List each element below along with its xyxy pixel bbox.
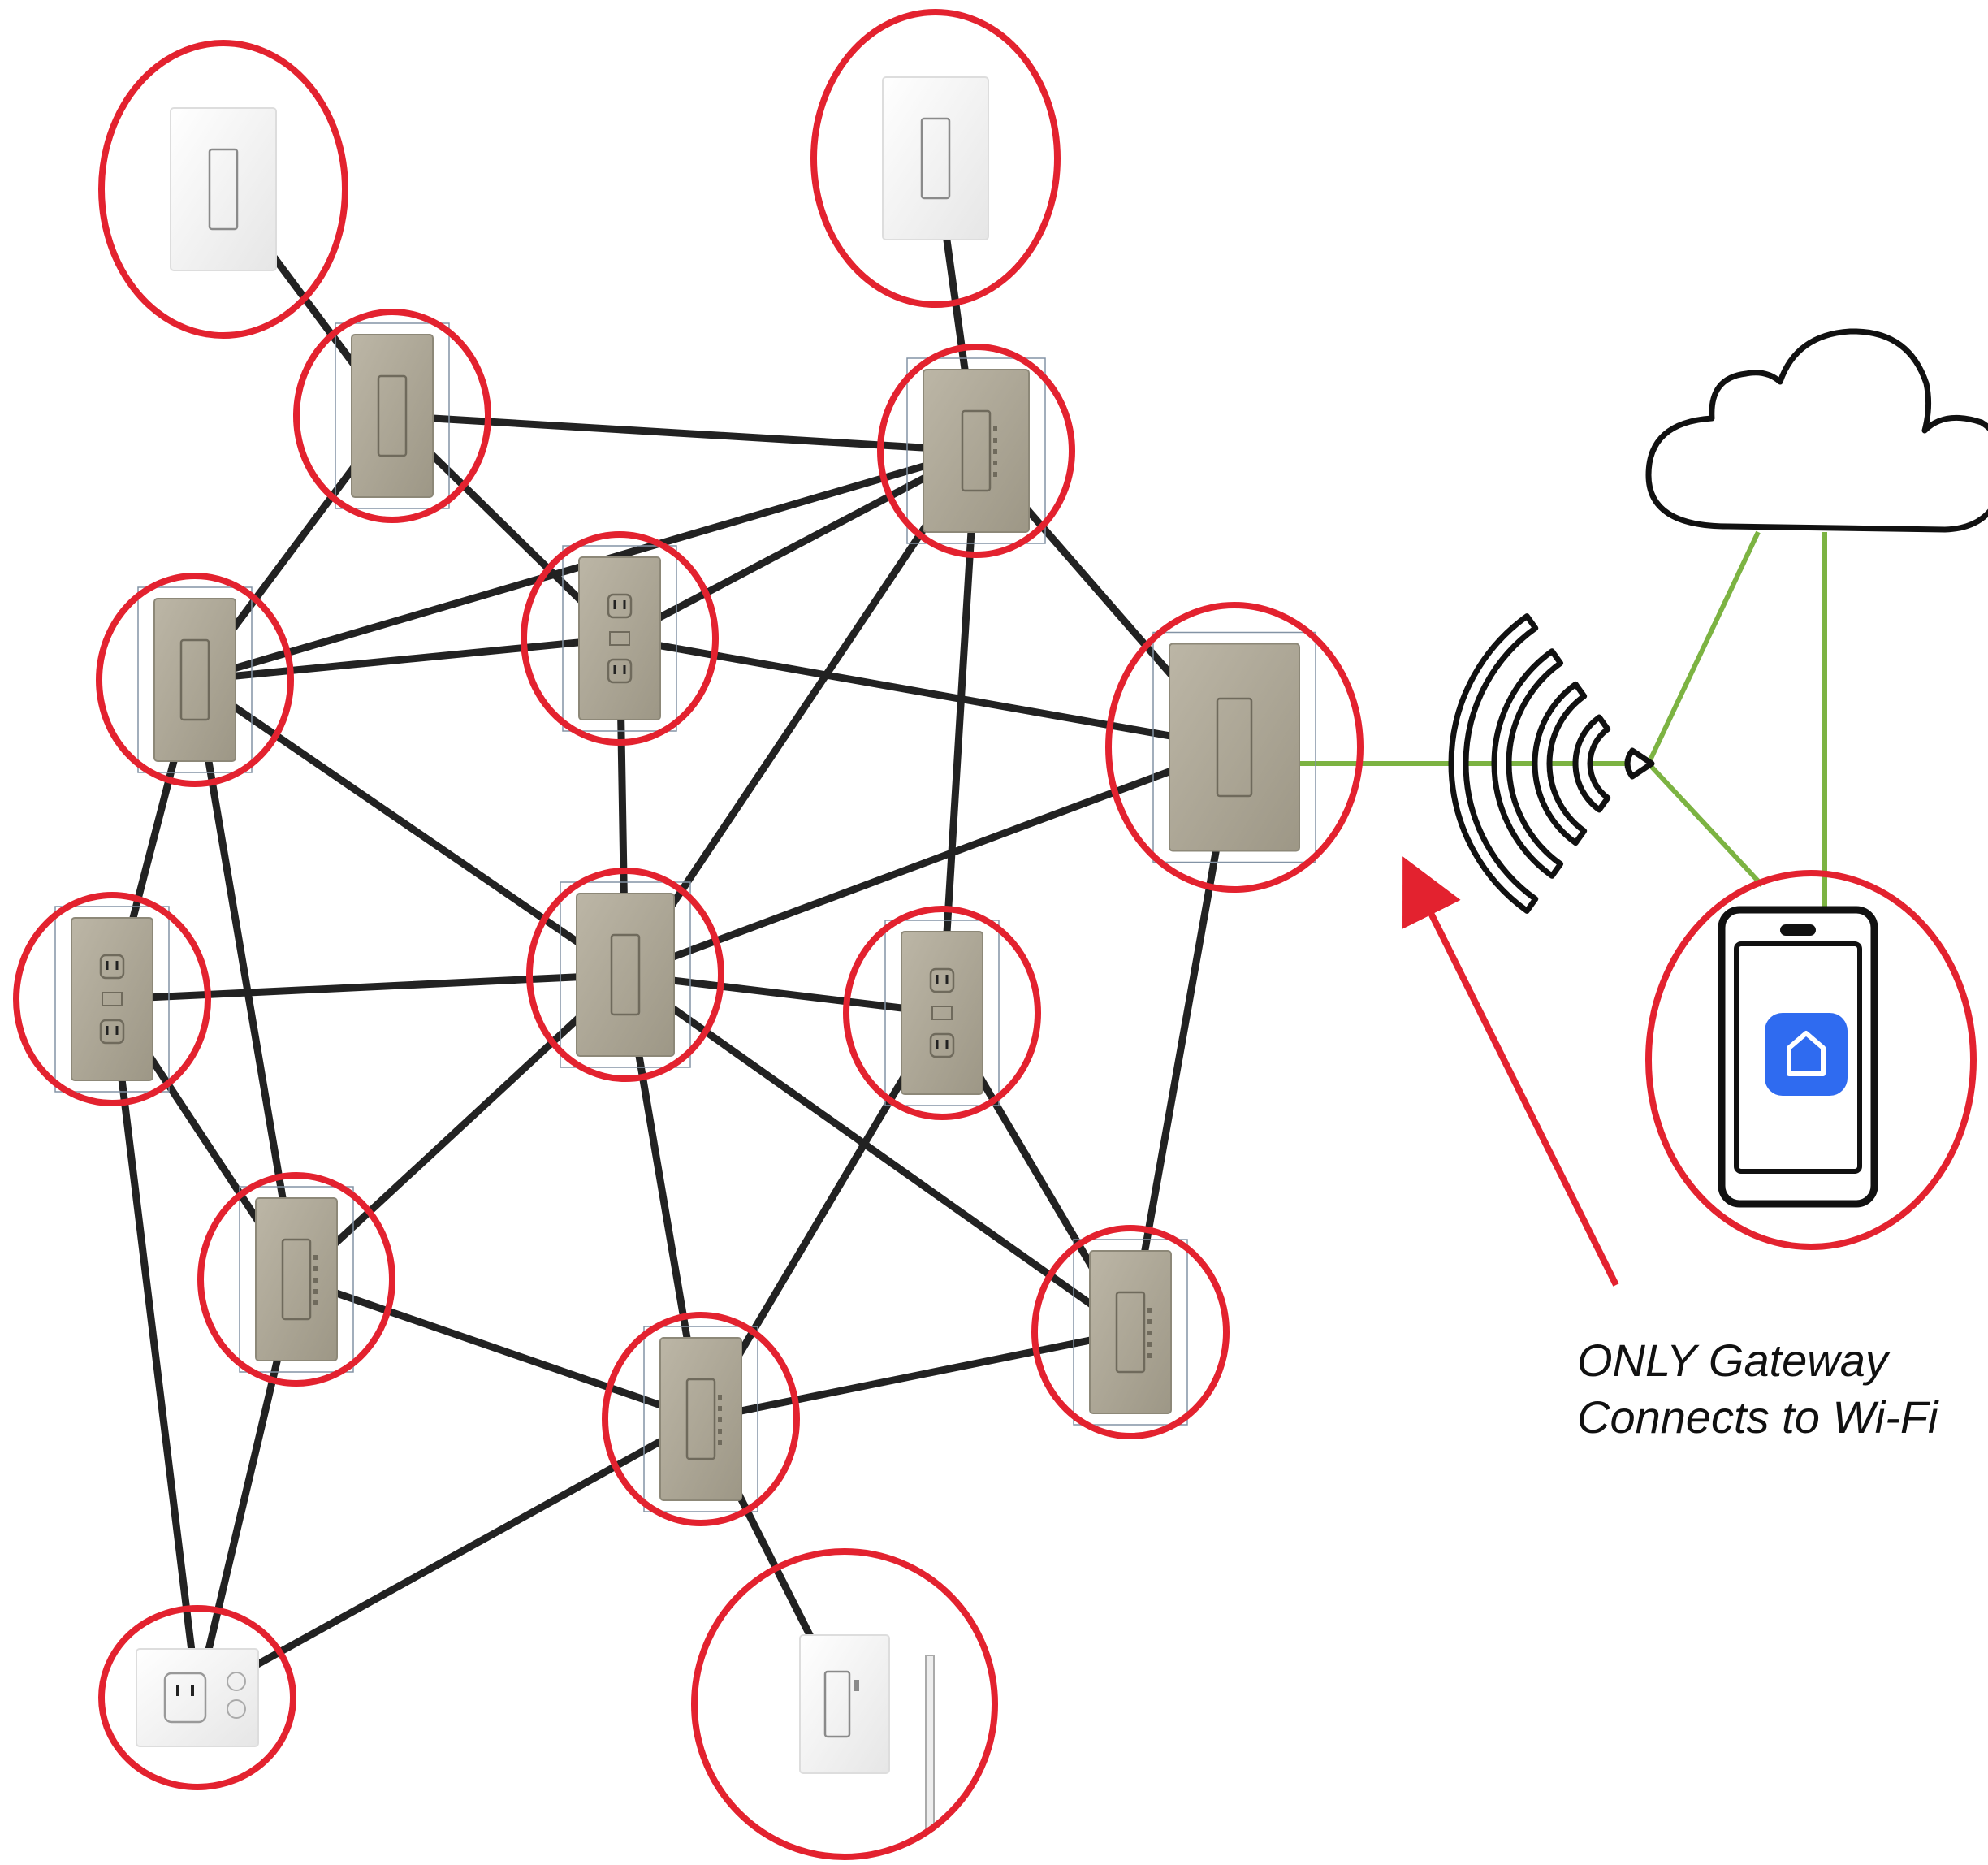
highlight-ring — [96, 573, 294, 787]
gateway-callout: ONLY Gateway Connects to Wi-Fi — [1577, 1332, 1967, 1446]
highlight-ring — [98, 1605, 296, 1790]
wifi-link — [1646, 530, 1761, 765]
wifi-link — [1646, 761, 1765, 888]
callout-line-2: Connects to Wi-Fi — [1577, 1391, 1938, 1443]
mesh-link — [108, 971, 629, 1003]
home-app-icon — [1765, 1013, 1848, 1096]
mesh-link — [697, 1328, 1134, 1423]
mesh-link — [616, 634, 1238, 751]
wifi-wave — [1532, 681, 1588, 846]
device-gateway — [1152, 631, 1316, 863]
mesh-link — [193, 1415, 705, 1702]
device-outlet — [54, 906, 170, 1093]
device-switch — [137, 586, 253, 773]
mesh-link — [938, 447, 980, 1017]
wifi-wave — [1491, 648, 1564, 879]
annotation-arrow — [1402, 856, 1619, 1287]
device-dimmer — [906, 357, 1046, 544]
mesh-link — [621, 447, 980, 979]
device-outlet — [884, 920, 1000, 1106]
device-plug — [136, 1648, 259, 1747]
mesh-devices — [54, 76, 1316, 1831]
device-switch — [560, 881, 691, 1068]
device-dimmer — [239, 1186, 354, 1373]
wifi-wave — [1572, 714, 1611, 813]
highlight-ring — [98, 40, 348, 339]
highlight-rings — [13, 9, 1977, 1860]
highlight-ring — [691, 1548, 998, 1860]
device-switch — [335, 322, 450, 509]
mesh-link — [621, 743, 1238, 979]
mesh-link — [292, 1275, 705, 1423]
highlight-ring — [1031, 1225, 1230, 1439]
wifi-signal-icon — [1448, 613, 1655, 914]
mesh-link — [191, 676, 629, 979]
smartphone-icon — [1718, 906, 1878, 1208]
device-switch — [170, 107, 277, 271]
mesh-link — [388, 412, 980, 455]
device-remote — [799, 1634, 935, 1831]
highlight-ring — [1645, 870, 1977, 1250]
highlight-ring — [1105, 602, 1364, 893]
highlight-ring — [810, 9, 1061, 308]
mesh-link — [292, 971, 629, 1283]
highlight-ring — [526, 868, 724, 1082]
mesh-link — [616, 447, 980, 643]
highlight-ring — [13, 892, 211, 1106]
mesh-link — [191, 634, 624, 684]
highlight-ring — [197, 1172, 395, 1387]
callout-line-1: ONLY Gateway — [1577, 1335, 1888, 1386]
mesh-link — [621, 971, 1134, 1336]
device-dimmer — [1073, 1239, 1188, 1426]
device-switch — [882, 76, 989, 240]
device-outlet — [562, 545, 677, 732]
highlight-ring — [877, 344, 1075, 558]
mesh-link — [621, 971, 946, 1017]
device-dimmer — [643, 1326, 758, 1512]
highlight-ring — [602, 1312, 800, 1526]
wifi-wave — [1448, 613, 1539, 914]
cloud-icon — [1645, 328, 1988, 533]
mesh-link — [108, 995, 201, 1702]
highlight-ring — [521, 531, 719, 746]
highlight-ring — [843, 906, 1041, 1120]
highlight-ring — [293, 309, 491, 523]
